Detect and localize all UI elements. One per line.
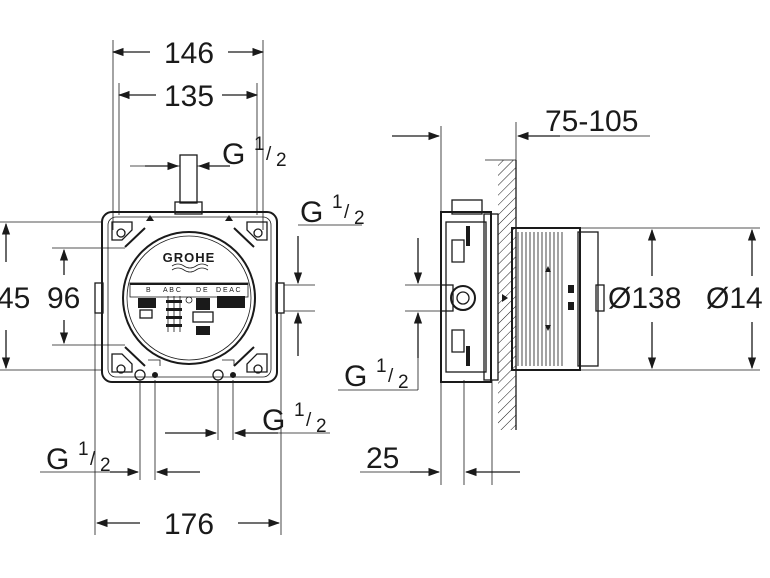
thread-label-top: G 1 / 2 bbox=[222, 134, 287, 171]
svg-text:G: G bbox=[222, 138, 245, 171]
svg-text:1: 1 bbox=[332, 192, 343, 213]
svg-text:2: 2 bbox=[354, 208, 365, 229]
dim-145-label: 45 bbox=[0, 282, 30, 315]
svg-text:2: 2 bbox=[316, 416, 327, 437]
svg-text:A B C: A B C bbox=[163, 287, 181, 294]
wall-hatch bbox=[498, 160, 516, 430]
svg-text:1: 1 bbox=[376, 356, 387, 377]
svg-text:B: B bbox=[146, 287, 151, 294]
svg-text:1: 1 bbox=[294, 400, 305, 421]
grohe-logo: GROHE bbox=[163, 250, 216, 273]
dim-176-label: 176 bbox=[164, 508, 214, 541]
dim-135-label: 135 bbox=[164, 80, 214, 113]
svg-text:2: 2 bbox=[398, 372, 409, 393]
dimension-135: 135 bbox=[117, 80, 259, 113]
svg-text:D E A C: D E A C bbox=[216, 287, 241, 294]
svg-text:/: / bbox=[306, 410, 312, 431]
side-cartridge bbox=[511, 227, 581, 371]
dim-14x-label: Ø14 bbox=[706, 282, 763, 315]
thread-label-bottom-left: G 1 / 2 bbox=[46, 439, 111, 476]
side-view: 75-105 G 1 / 2 bbox=[338, 105, 763, 485]
dim-75-105-label: 75-105 bbox=[545, 105, 638, 138]
thread-label-right: G 1 / 2 bbox=[300, 192, 365, 229]
thread-label-bottom-right: G 1 / 2 bbox=[262, 400, 327, 437]
dimension-146: 146 bbox=[111, 37, 265, 70]
valve-body-circle bbox=[122, 231, 256, 365]
mounting-plate bbox=[101, 211, 278, 383]
thread-label-side: G 1 / 2 bbox=[344, 356, 409, 393]
svg-text:G: G bbox=[46, 443, 69, 476]
cartridge-ribs bbox=[517, 232, 563, 366]
svg-text:/: / bbox=[344, 202, 350, 223]
dim-96-label: 96 bbox=[47, 282, 80, 315]
front-view: 146 135 G 1 / 2 bbox=[0, 37, 365, 541]
svg-text:G: G bbox=[262, 404, 285, 437]
svg-text:GROHE: GROHE bbox=[163, 250, 216, 265]
dim-25-label: 25 bbox=[366, 442, 399, 475]
svg-text:/: / bbox=[90, 449, 96, 470]
svg-text:D E: D E bbox=[196, 287, 208, 294]
inner-components bbox=[138, 296, 245, 335]
dim-138-label: Ø138 bbox=[608, 282, 681, 315]
svg-text:2: 2 bbox=[100, 455, 111, 476]
svg-text:/: / bbox=[388, 366, 394, 387]
svg-text:2: 2 bbox=[276, 150, 287, 171]
svg-text:1: 1 bbox=[78, 439, 89, 460]
svg-text:1: 1 bbox=[254, 134, 265, 155]
svg-text:/: / bbox=[266, 144, 272, 165]
svg-text:G: G bbox=[344, 360, 367, 393]
svg-text:G: G bbox=[300, 196, 323, 229]
dim-146-label: 146 bbox=[164, 37, 214, 70]
corner-brackets bbox=[111, 215, 268, 374]
